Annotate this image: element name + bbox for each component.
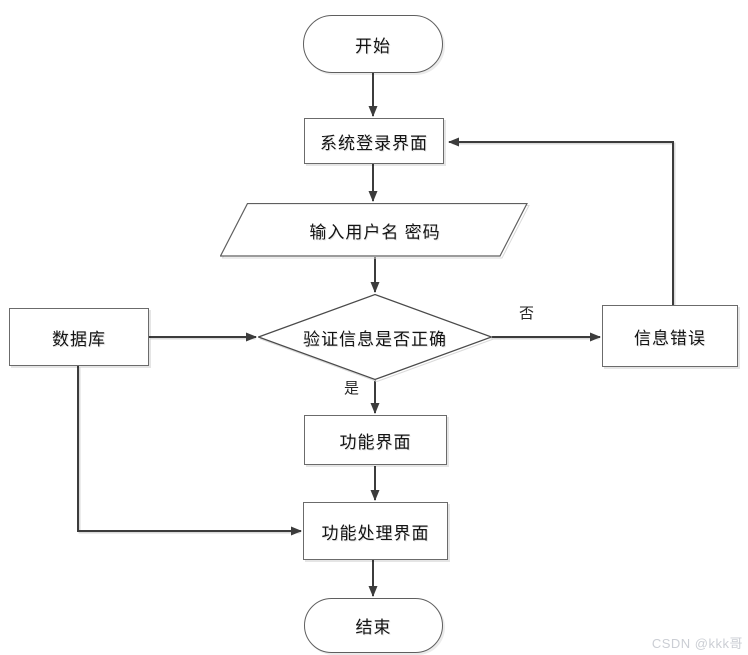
start-node: 开始 bbox=[303, 15, 443, 73]
input-node: 输入用户名 密码 bbox=[220, 203, 530, 259]
start-label: 开始 bbox=[355, 36, 391, 56]
login-label: 系统登录界面 bbox=[320, 133, 428, 153]
edge-db-process bbox=[77, 366, 302, 536]
function-ui-label: 功能界面 bbox=[339, 432, 412, 452]
edge-label-no: 否 bbox=[519, 306, 535, 322]
watermark: CSDN @kkk哥 bbox=[651, 636, 743, 651]
error-node: 信息错误 bbox=[602, 305, 738, 367]
function-process-label: 功能处理界面 bbox=[321, 523, 430, 543]
edge-label-yes: 是 bbox=[344, 381, 360, 397]
error-label: 信息错误 bbox=[634, 328, 706, 348]
decision-node: 验证信息是否正确 bbox=[258, 294, 494, 382]
database-node: 数据库 bbox=[9, 308, 149, 366]
function-ui-node: 功能界面 bbox=[304, 415, 447, 465]
decision-label: 验证信息是否正确 bbox=[303, 329, 447, 349]
function-process-node: 功能处理界面 bbox=[303, 502, 448, 560]
end-node: 结束 bbox=[304, 598, 443, 653]
edge-shadow-error-login bbox=[452, 142, 676, 307]
edge-error-login-feedback bbox=[448, 137, 674, 305]
edge-shadow-db-process bbox=[78, 367, 301, 534]
input-label: 输入用户名 密码 bbox=[309, 222, 441, 242]
login-node: 系统登录界面 bbox=[304, 118, 444, 164]
parallelogram-shape bbox=[220, 203, 530, 259]
diamond-shape bbox=[258, 294, 494, 382]
database-label: 数据库 bbox=[52, 329, 106, 349]
end-label: 结束 bbox=[355, 618, 392, 637]
